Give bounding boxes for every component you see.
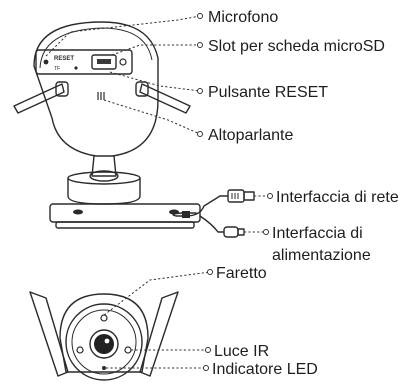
- label-spotlight: Faretto: [216, 265, 267, 282]
- front-housing: [59, 293, 149, 373]
- ir-light-left: [76, 346, 84, 354]
- right-antenna: [135, 81, 191, 114]
- left-antenna: [13, 81, 69, 114]
- label-microphone: Microfono: [208, 9, 278, 26]
- front-face-ring: [65, 303, 143, 381]
- cables: [172, 189, 255, 238]
- led-indicator-shape: [102, 366, 106, 370]
- leader-lines: [45, 13, 273, 371]
- camera-front-view: [29, 291, 179, 381]
- front-right-antenna: [139, 291, 179, 377]
- label-speaker: Altoparlante: [208, 127, 293, 144]
- camera-lens: [89, 329, 119, 359]
- network-connector: [227, 189, 255, 203]
- label-power-port-line1: Interfaccia di: [272, 225, 363, 242]
- label-led-indicator: Indicatore LED: [212, 361, 318, 378]
- camera-neck: [91, 155, 117, 177]
- speaker-grille: [97, 92, 105, 100]
- camera-side-view: RESET TF: [13, 21, 255, 238]
- spotlight-shape: [100, 314, 108, 322]
- reset-button-hole: [74, 66, 78, 70]
- camera-body: [33, 21, 159, 157]
- power-connector: [223, 226, 245, 238]
- microphone-hole: [43, 59, 49, 65]
- label-microsd-slot: Slot per scheda microSD: [208, 38, 385, 55]
- panel-code-label: TF: [54, 66, 60, 72]
- back-panel: RESET TF: [35, 49, 133, 75]
- label-network-port: Interfaccia di rete: [276, 189, 399, 206]
- front-left-antenna: [29, 291, 69, 377]
- ir-light-right: [124, 346, 132, 354]
- label-ir-light: Luce IR: [214, 343, 269, 360]
- panel-reset-label: RESET: [54, 56, 74, 62]
- label-reset-button: Pulsante RESET: [208, 84, 328, 101]
- label-power-port-line2: alimentazione: [272, 247, 371, 264]
